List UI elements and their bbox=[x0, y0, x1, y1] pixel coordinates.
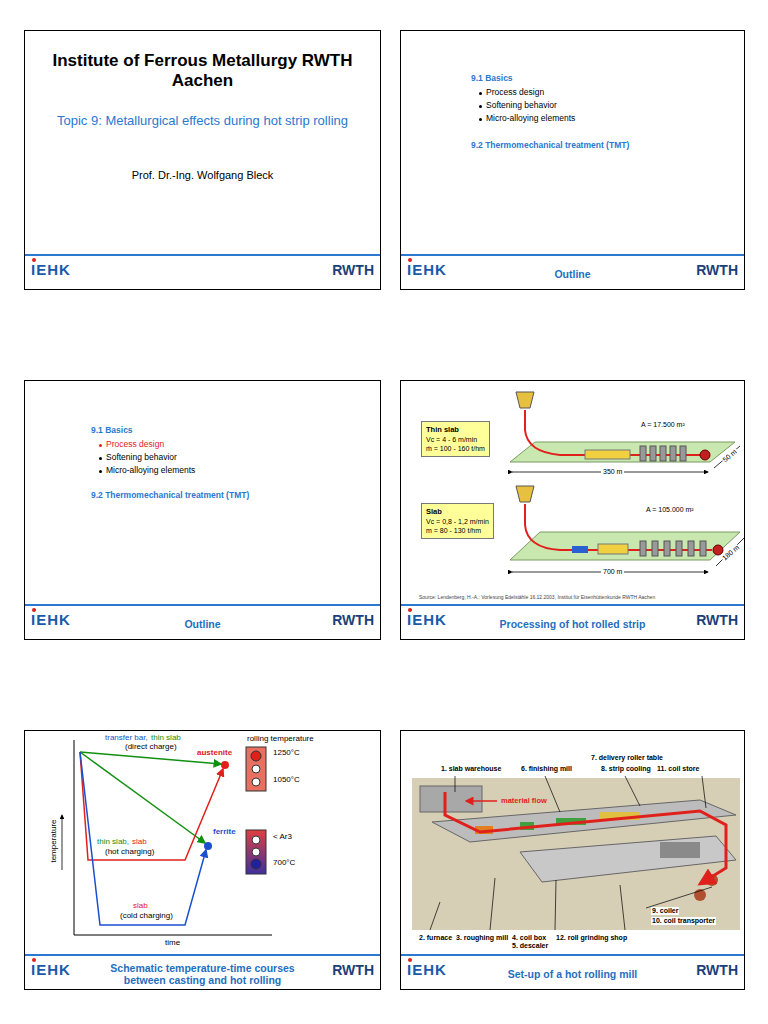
process-parameter: m = 80 - 130 t/hm bbox=[426, 526, 489, 535]
logo-text: RWTH bbox=[696, 262, 738, 278]
section-heading: 9.1 Basics bbox=[91, 426, 133, 436]
chart-label: (direct charge) bbox=[125, 742, 177, 751]
section-heading: 9.2 Thermomechanical treatment (TMT) bbox=[91, 491, 249, 501]
logo-text: RWTH bbox=[332, 612, 374, 628]
logo-text: IEHK bbox=[407, 961, 447, 978]
logo-text: IEHK bbox=[407, 611, 447, 628]
logo-text: RWTH bbox=[696, 962, 738, 978]
chart-label: time bbox=[165, 938, 180, 947]
process-parameter: Vc = 4 - 6 m/min bbox=[426, 435, 485, 444]
bullet-item: Micro-alloying elements bbox=[486, 114, 575, 124]
bullet-dot bbox=[99, 470, 102, 473]
chart-label: rolling temperature bbox=[247, 734, 314, 743]
chart-label: thin slab, bbox=[97, 837, 129, 846]
logo-text: IEHK bbox=[407, 261, 447, 278]
bullet-item: Softening behavior bbox=[486, 101, 557, 111]
callout-label: 8. strip cooling bbox=[601, 765, 651, 773]
callout-label: 11. coil store bbox=[657, 765, 699, 773]
dimension-label: 180 m bbox=[720, 543, 742, 563]
logo-text: IEHK bbox=[31, 961, 71, 978]
slide-frame: Institute of Ferrous Metallurgy RWTH Aac… bbox=[24, 30, 381, 290]
callout-label: 6. finishing mill bbox=[521, 765, 572, 773]
bullet-dot bbox=[99, 457, 102, 460]
callout-label: 5. descaler bbox=[512, 942, 548, 950]
bullet-item: Process design bbox=[106, 440, 164, 450]
plant-schematic bbox=[510, 392, 744, 572]
slide-frame: Outline 9.1 BasicsProcess designSoftening… bbox=[400, 30, 745, 290]
chart-label: (cold charging) bbox=[120, 911, 173, 920]
source-note: Source: Lendenberg, H.-A.: Vorlesung Ede… bbox=[419, 595, 655, 601]
slide-footer-title: Outline bbox=[461, 257, 684, 290]
callout-label: 10. coil transporter bbox=[651, 917, 716, 925]
parameter-box: SlabVc = 0,8 - 1,2 m/minm = 80 - 130 t/h… bbox=[421, 503, 494, 539]
bullet-dot bbox=[479, 92, 482, 95]
chart-label: 700°C bbox=[273, 858, 295, 867]
callout-label: 9. coiler bbox=[651, 907, 679, 915]
callout-label: 12. roll grinding shop bbox=[556, 934, 627, 942]
box-heading: Thin slab bbox=[426, 425, 485, 435]
callout-label: 7. delivery roller table bbox=[591, 754, 663, 762]
chart-label: ferrite bbox=[213, 827, 236, 836]
callout-label: material flow bbox=[501, 797, 547, 806]
chart-label: slab bbox=[132, 837, 147, 846]
section-heading: 9.2 Thermomechanical treatment (TMT) bbox=[471, 141, 629, 151]
logo-text: IEHK bbox=[31, 261, 71, 278]
callout-label: 4. coil box bbox=[512, 934, 546, 942]
chart-label: temperature bbox=[49, 818, 58, 863]
bullet-item: Softening behavior bbox=[106, 453, 177, 463]
callout-label: 3. roughing mill bbox=[456, 934, 508, 942]
slide-frame: Processing of hot rolled stripThin slabV… bbox=[400, 380, 745, 640]
chart-label: transfer bar, bbox=[105, 733, 148, 742]
box-heading: Slab bbox=[426, 507, 489, 517]
dimension-label: A = 17.500 m² bbox=[641, 421, 685, 429]
process-parameter: Vc = 0,8 - 1,2 m/min bbox=[426, 517, 489, 526]
logo-text: IEHK bbox=[31, 611, 71, 628]
process-parameter: ṁ = 100 - 160 t/hm bbox=[426, 444, 485, 453]
parameter-box: Thin slabVc = 4 - 6 m/minṁ = 100 - 160 t… bbox=[421, 421, 490, 457]
slide-title: Institute of Ferrous Metallurgy RWTH Aac… bbox=[45, 51, 360, 91]
author-name: Prof. Dr.-Ing. Wolfgang Bleck bbox=[35, 169, 370, 181]
temperature-time-chart bbox=[62, 740, 272, 953]
chart-label: (hot charging) bbox=[105, 847, 154, 856]
topic-title: Topic 9: Metallurgical effects during ho… bbox=[39, 113, 366, 129]
bullet-dot bbox=[479, 118, 482, 121]
chart-label: thin slab bbox=[151, 733, 181, 742]
slide-frame: Outline 9.1 BasicsProcess designSoftening… bbox=[24, 380, 381, 640]
slide-footer-title: Schematic temperature-time courses betwe… bbox=[93, 957, 312, 990]
slide-frame: Schematic temperature-time courses betwe… bbox=[24, 730, 381, 990]
slide-footer-title: Outline bbox=[85, 607, 320, 640]
slide-footer-title: Set-up of a hot rolling mill bbox=[461, 957, 684, 990]
logo-text: RWTH bbox=[332, 962, 374, 978]
callout-label: 1. slab warehouse bbox=[441, 765, 501, 773]
dimension-label: 350 m bbox=[601, 468, 624, 476]
logo-text: RWTH bbox=[332, 262, 374, 278]
bullet-dot bbox=[99, 444, 102, 447]
slide-footer-title: Processing of hot rolled strip bbox=[461, 607, 684, 640]
dimension-label: 50 m bbox=[721, 447, 740, 464]
dimension-label: 700 m bbox=[601, 568, 624, 576]
bullet-dot bbox=[479, 105, 482, 108]
chart-label: slab bbox=[133, 901, 148, 910]
section-heading: 9.1 Basics bbox=[471, 74, 513, 84]
chart-label: 1250°C bbox=[273, 748, 300, 757]
bullet-item: Process design bbox=[486, 88, 544, 98]
bullet-item: Micro-alloying elements bbox=[106, 466, 195, 476]
dimension-label: A = 105.000 m² bbox=[646, 506, 694, 514]
chart-label: austenite bbox=[197, 748, 232, 757]
callout-label: 2. furnace bbox=[419, 934, 452, 942]
chart-label: < Ar3 bbox=[273, 832, 292, 841]
chart-label: 1050°C bbox=[273, 775, 300, 784]
logo-text: RWTH bbox=[696, 612, 738, 628]
slide-frame: Set-up of a hot rolling mill 1. slab ware… bbox=[400, 730, 745, 990]
rolling-mill-illustration bbox=[412, 776, 740, 930]
